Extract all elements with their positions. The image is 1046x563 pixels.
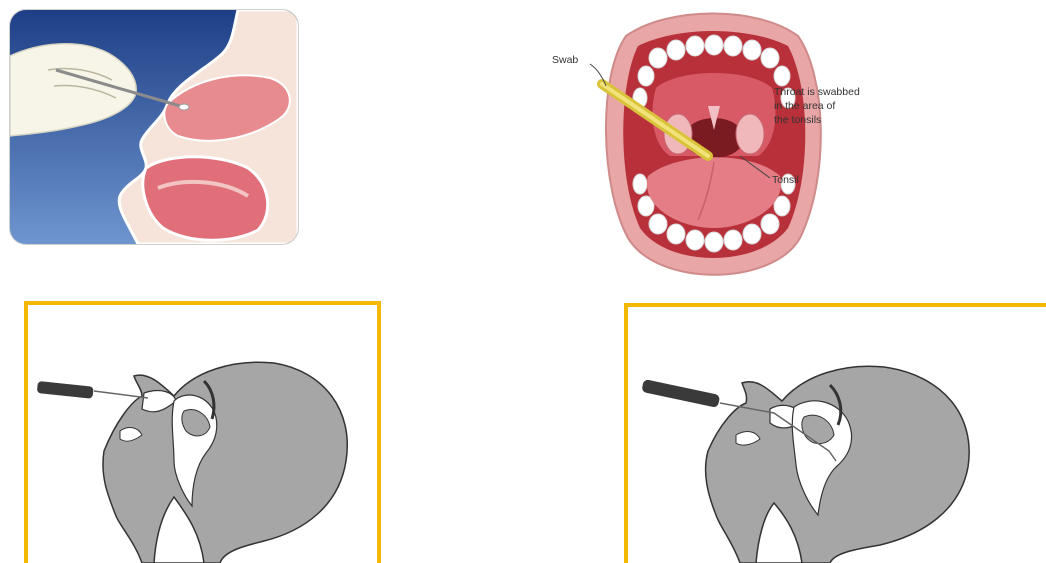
shallow-nasal-swab-diagram <box>24 301 381 563</box>
note-line-1: Throat is swabbed <box>774 86 860 98</box>
throat-drawing: Swab Throat is swabbed in the area of th… <box>548 6 918 296</box>
note-line-3: the tonsils <box>774 114 821 126</box>
nasopharyngeal-swab-diagram <box>624 303 1046 563</box>
nasal-swab-drawing <box>8 8 300 246</box>
nasal-swab-illustration <box>8 8 300 246</box>
throat-swab-diagram: Swab Throat is swabbed in the area of th… <box>548 6 918 296</box>
oral-cavity <box>143 157 268 241</box>
shallow-swab-drawing <box>24 301 381 563</box>
tonsil-label: Tonsil <box>772 174 799 186</box>
right-tonsil <box>736 114 764 154</box>
note-line-2: in the area of <box>774 100 835 112</box>
swab-label: Swab <box>552 54 578 66</box>
deep-swab-drawing <box>624 303 1046 563</box>
swab-tip <box>179 104 189 110</box>
